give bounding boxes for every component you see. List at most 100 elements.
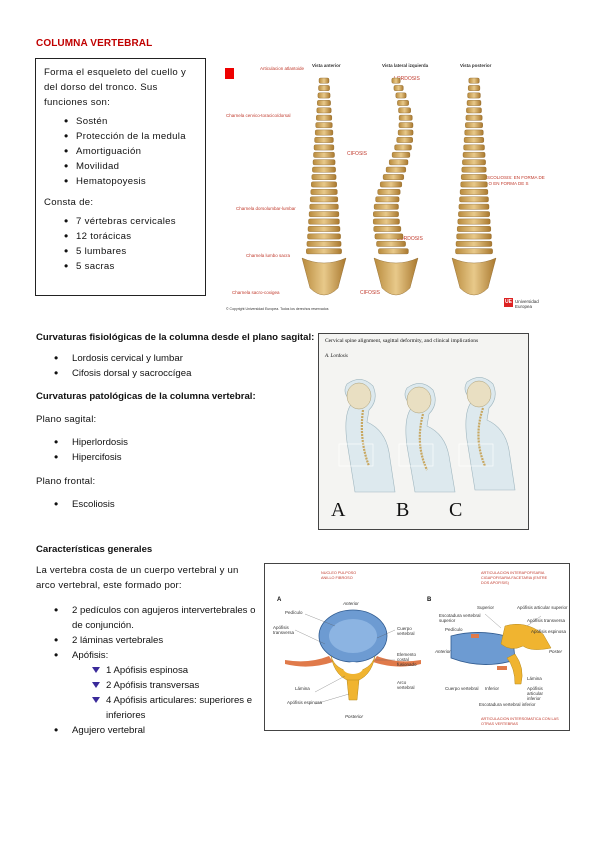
label-lordosis-lumbar: LORDOSIS [397, 236, 423, 242]
spine-figure: Vista anterior Vista lateral izquierda V… [222, 58, 562, 320]
vertebra-shape [318, 77, 330, 84]
sacrum-shape [451, 257, 497, 296]
vertebra-shape [395, 92, 407, 99]
vertebra-shape [312, 159, 336, 166]
brand-name: Universidad Europea [515, 299, 539, 309]
posture-figure: Cervical spine alignment, sagittal defor… [318, 333, 529, 530]
apofisis-label: Apófisis: [72, 650, 109, 661]
vertebra-shape [306, 240, 342, 247]
vertebra-shape [464, 129, 484, 136]
list-item: 2 láminas vertebrales [36, 633, 262, 648]
label-anterior-b: Anterior [435, 649, 451, 654]
vertebra-top-view [285, 609, 421, 701]
posture-caption: Cervical spine alignment, sagittal defor… [325, 338, 479, 344]
fisiologicas-heading: Curvaturas fisiológicas de la columna de… [36, 332, 315, 343]
label-pediculo: Pedículo [285, 610, 303, 615]
vertebra-shape [310, 189, 338, 195]
list-item: Amortiguación [64, 144, 199, 159]
vertebra-shape [308, 218, 340, 225]
label-lordosis-cervical: LORDOSIS [394, 76, 420, 82]
vertebra-shape [377, 189, 401, 195]
apofisis-list: 1 Apófisis espinosa 2 Apófisis transvers… [90, 663, 262, 723]
vertebra-shape [388, 159, 409, 166]
vertebra-shape [468, 77, 480, 84]
vertebra-shape [311, 181, 337, 188]
vertebra-shape [398, 107, 411, 114]
vertebra-shape [455, 240, 493, 247]
vertebra-shape [455, 248, 493, 255]
vertebra-shape [459, 196, 489, 203]
panel-b-letter: B [427, 597, 432, 603]
list-item: Lordosis cervical y lumbar [36, 351, 191, 366]
header-anterior: Vista anterior [312, 63, 341, 68]
label-apofisis-espinosa: Apófisis espinosa [287, 700, 323, 705]
label-cervico-toracica: Charnela cervico-toracico/dorsal [226, 113, 291, 118]
vertebra-shape [318, 85, 330, 91]
label-apofisis-articular-sup: Apófisis articular superior [517, 605, 568, 610]
vertebra-shape [466, 107, 482, 114]
label-elemento-costal: Elemento costal fusionado [397, 652, 417, 667]
spine-posterior-view [451, 77, 497, 296]
label-lamina-b: Lámina [527, 676, 542, 681]
brand-logo: UE [504, 298, 513, 307]
vertebra-shape [456, 226, 491, 232]
vertebra-shape [459, 189, 489, 195]
label-apofisis-transversa-b: Apófisis transversa [527, 618, 566, 623]
label-apofisis-articular-inf: Apófisis articular inferior [527, 686, 544, 701]
vertebra-shape [458, 211, 490, 218]
vertebra-shape [307, 226, 341, 232]
vertebra-shape [314, 129, 334, 136]
vertebra-shape [309, 203, 339, 210]
vertebra-shape [462, 151, 486, 158]
vertebra-shape [462, 159, 486, 166]
vertebra-shape [316, 114, 333, 121]
vertebra-shape [467, 92, 481, 99]
label-arco-vertebral: Arco vertebral [397, 680, 415, 690]
spine-lateral-view [372, 77, 419, 296]
caracteristicas-heading: Características generales [36, 544, 153, 555]
vertebra-shape [393, 85, 404, 91]
list-item: Escoliosis [36, 497, 115, 512]
list-item: Apófisis: 1 Apófisis espinosa 2 Apófisis… [36, 648, 262, 723]
parts-list: 7 vértebras cervicales 12 torácicas 5 lu… [44, 214, 199, 274]
vertebra-shape [465, 122, 483, 129]
label-apofisis-espinosa-b: Apófisis espinosa [531, 629, 567, 634]
panel-letter-a: A [331, 499, 346, 521]
list-item: 1 Apófisis espinosa [90, 663, 262, 678]
vertebra-lateral-view [450, 624, 552, 685]
functions-list: Sostén Protección de la medula Amortigua… [44, 114, 199, 189]
vertebra-shape [307, 233, 341, 240]
vertebra-shape [467, 85, 481, 91]
vertebra-shape [396, 137, 413, 143]
list-item: 5 sacras [64, 259, 199, 274]
list-item: Hematopoyesis [64, 174, 199, 189]
vertebra-shape [306, 248, 342, 255]
vertebra-shape [391, 151, 411, 158]
label-cuerpo-vertebral: Cuerpo vertebral [397, 626, 415, 636]
vertebra-shape [460, 174, 487, 180]
label-poster: Poster [549, 649, 563, 654]
red-marker [225, 68, 234, 79]
label-inferior: Inferior [485, 686, 500, 691]
vertebra-shape [397, 100, 409, 106]
vertebra-shape [457, 218, 491, 225]
page-title: COLUMNA VERTEBRAL [36, 38, 153, 49]
vertebra-shape [456, 233, 492, 240]
plano-sagital-label: Plano sagital: [36, 414, 97, 425]
list-item: Hiperlordosis [36, 435, 128, 450]
spine-anterior-view [301, 77, 347, 296]
vertebra-shape [465, 114, 483, 121]
panel-letter-c: C [449, 499, 463, 521]
label-escotadura-inferior: Escotadura vertebral inferior [479, 702, 536, 707]
vertebra-shape [374, 233, 404, 240]
vertebra-shape [308, 211, 340, 218]
vertebra-shape [312, 166, 336, 173]
header-a: NUCLEO PULPOSO ANILLO FIBROSO [321, 571, 357, 580]
list-item: Hipercifosis [36, 450, 128, 465]
vertebra-shape [378, 248, 409, 255]
patologicas-heading: Curvaturas patológicas de la columna ver… [36, 391, 256, 402]
label-cuerpo-vertebral-b: Cuerpo vertebral [445, 686, 479, 691]
caracteristicas-text: La vertebra costa de un cuerpo vertebral… [36, 565, 239, 591]
label-sacrocoxigea: Charnela sacro-coxigea [232, 290, 280, 295]
list-item: 2 Apófisis transversas [90, 678, 262, 693]
